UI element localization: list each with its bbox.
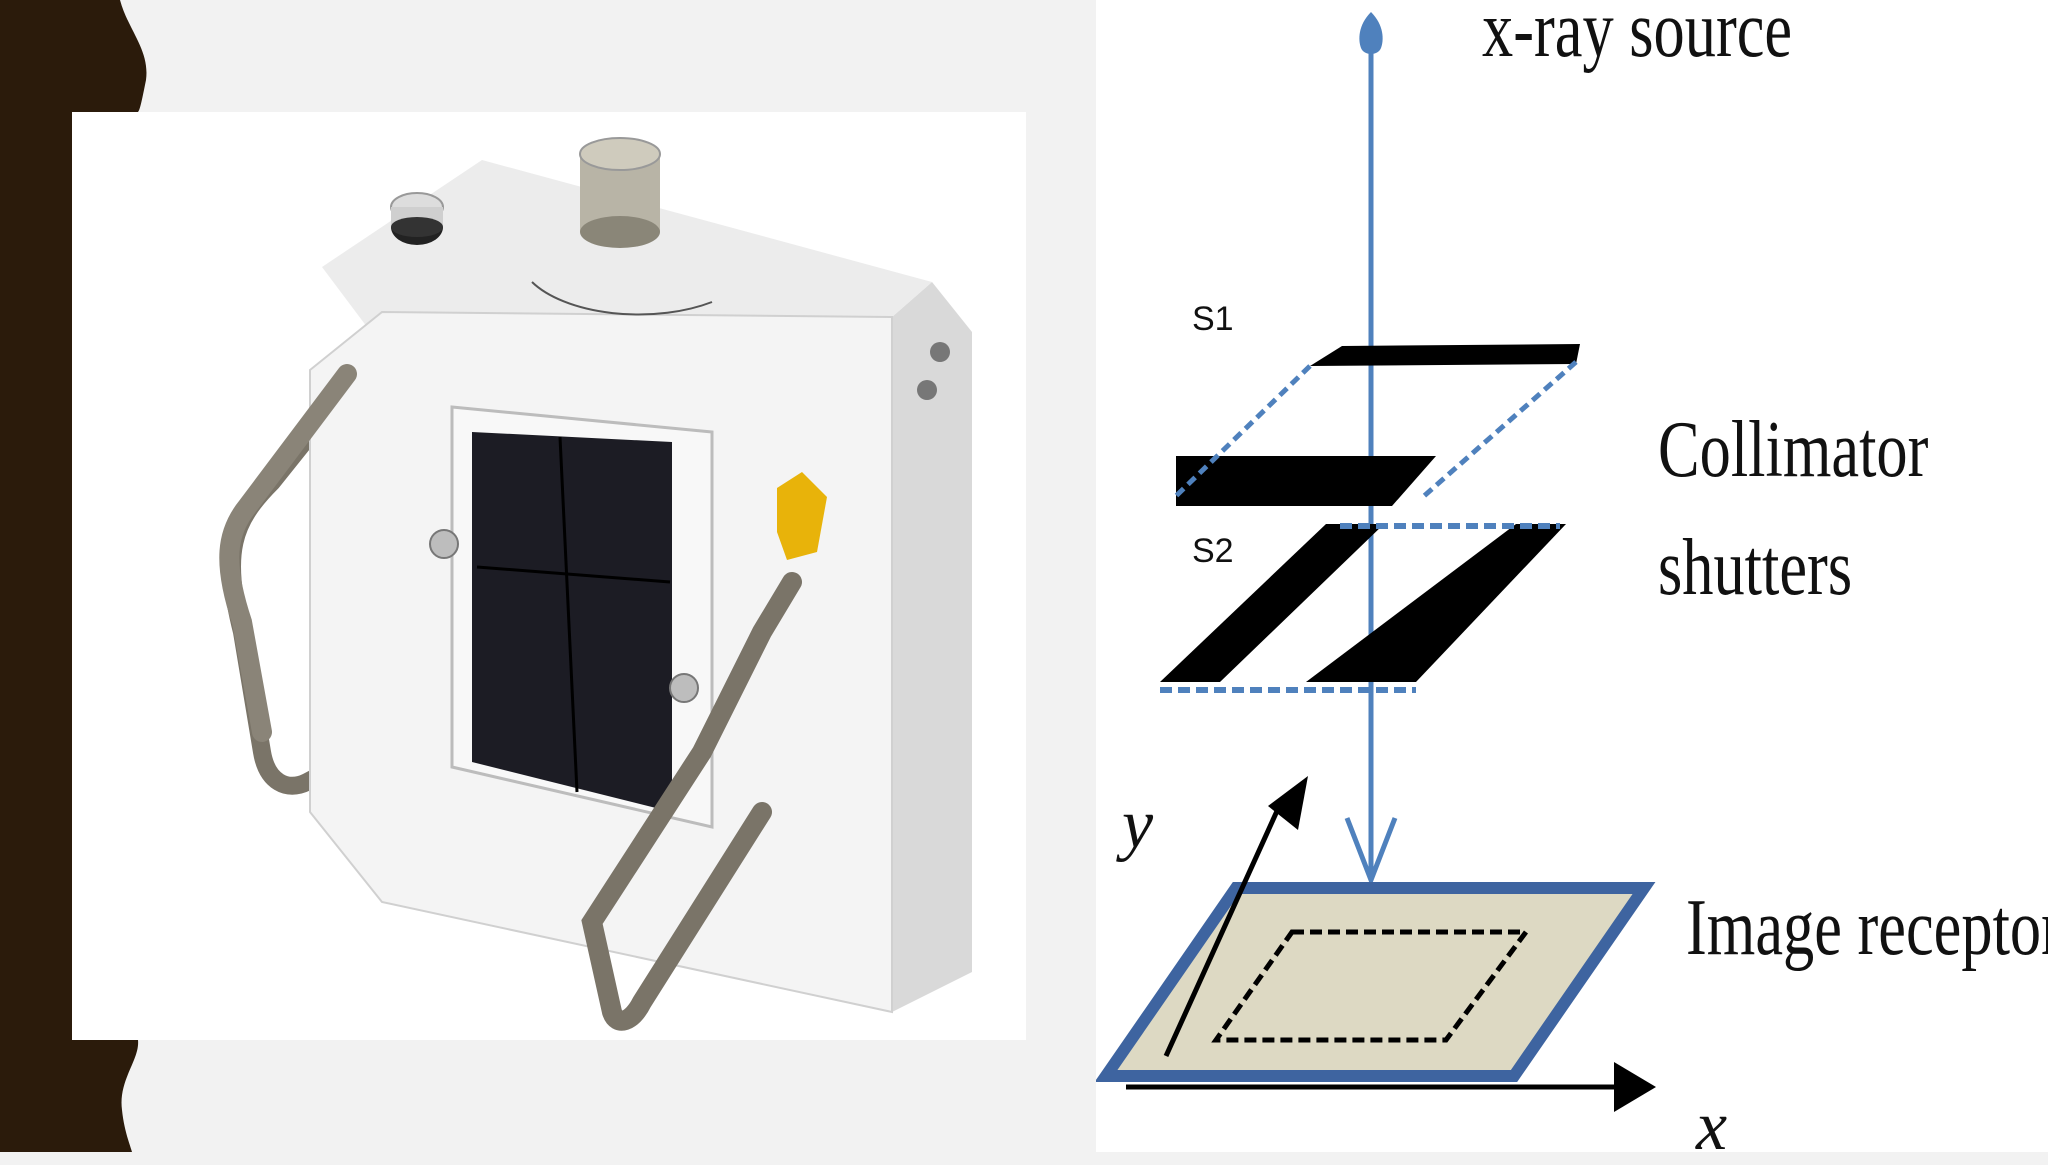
shutter-s2 [1160,524,1566,682]
shutter-s1 [1176,344,1580,506]
image-receptor-plate [1096,882,1656,1082]
y-axis-label: y [1122,786,1154,863]
collimator-diagram: x-ray source S1 S2 Collimator shutters I… [1096,0,2048,1162]
y-axis [1163,798,1285,1058]
collimator-label-line2: shutters [1658,524,1853,612]
x-axis-label: x [1696,1088,1728,1165]
collimator-label-line1: Collimator [1658,406,1929,494]
shutter-s2-label: S2 [1192,532,1234,570]
xray-source-icon [1359,12,1383,54]
exposure-field-outline [1211,929,1531,1043]
collimator-device-photo [72,112,1026,1040]
y-axis-arrowhead [1268,776,1308,830]
image-receptor-label: Image receptor [1686,884,2048,972]
beam-arrowhead [1344,817,1398,887]
x-axis-arrowhead [1614,1062,1656,1112]
shutter-s1-label: S1 [1192,300,1234,338]
xray-source-label: x-ray source [1482,0,1793,74]
